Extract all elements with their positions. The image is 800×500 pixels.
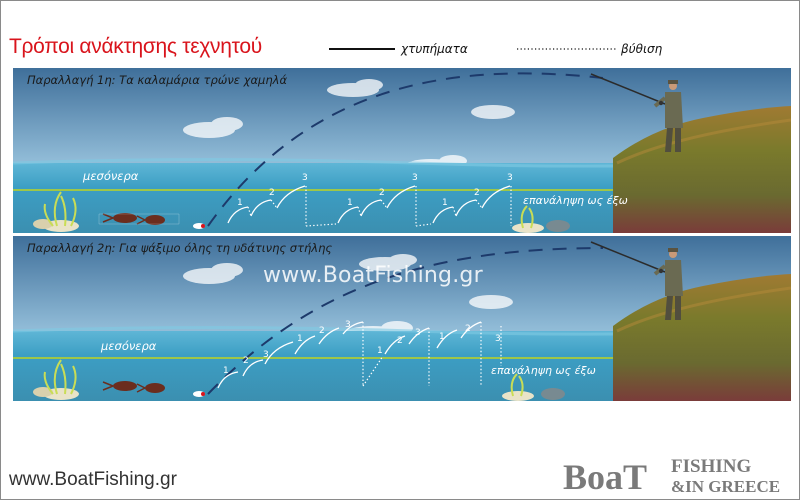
legend <box>329 48 617 50</box>
seabed-plants <box>33 359 565 401</box>
shore-hill <box>613 106 791 233</box>
sink-lines <box>247 186 512 227</box>
panel-1-jerk-7: 1 <box>442 198 448 208</box>
panel-1-jerk-3: 3 <box>302 173 308 183</box>
panel-2-jerk-1: 1 <box>223 366 229 376</box>
lure <box>193 223 205 229</box>
panel-2-jerk-11: 2 <box>465 324 471 334</box>
squid-group <box>98 213 180 225</box>
seabed-plants <box>33 191 570 233</box>
fisherman <box>590 73 683 152</box>
panel-2-midwater-label: μεσόνερα <box>101 339 157 353</box>
panel-2-jerk-7: 1 <box>377 346 383 356</box>
panel-2-jerk-8: 2 <box>397 336 403 346</box>
cast-trajectory <box>207 72 604 227</box>
watermark: www.BoatFishing.gr <box>263 263 483 288</box>
panel-1-jerk-9: 3 <box>507 173 513 183</box>
panel-2-jerk-5: 2 <box>319 326 325 336</box>
panel-2-repeat-label: επανάληψη ως έξω <box>491 364 596 377</box>
panel-1-jerk-5: 2 <box>379 188 385 198</box>
panel-2-jerk-9: 3 <box>415 328 421 338</box>
logo-word-left: BoaT <box>563 457 647 495</box>
panel-2-jerk-2: 2 <box>243 356 249 366</box>
panel-variation-2: Παραλλαγή 2η: Για ψάξιμο όλης τη υδάτινη… <box>13 236 791 401</box>
boatfishing-logo: BoaT FISHING &IN GREECE <box>563 456 780 495</box>
panel-1-jerk-8: 2 <box>474 188 480 198</box>
panel-1-jerk-1: 1 <box>237 198 243 208</box>
jerk-curves <box>217 321 482 389</box>
lure <box>193 391 205 397</box>
panel-variation-1: Παραλλαγή 1η: Τα καλαμάρια τρώνε χαμηλά … <box>13 68 791 233</box>
sink-lines <box>362 322 502 387</box>
panel-2-jerk-6: 3 <box>345 320 351 330</box>
panel-1-repeat-label: επανάληψη ως έξω <box>523 194 628 207</box>
panel-2-jerk-10: 1 <box>439 332 445 342</box>
panel-2-jerk-4: 1 <box>297 334 303 344</box>
page-title: Τρόποι ανάκτησης τεχνητού <box>9 35 262 58</box>
legend-jerks-label: χτυπήματα <box>401 42 468 56</box>
panel-1-midwater-label: μεσόνερα <box>83 169 139 183</box>
panel-2-caption: Παραλλαγή 2η: Για ψάξιμο όλης τη υδάτινη… <box>27 241 333 255</box>
squid-group <box>102 381 165 393</box>
panel-1-jerk-6: 3 <box>412 173 418 183</box>
jerk-curves <box>227 185 511 224</box>
shore-hill <box>613 274 791 401</box>
panel-2-jerk-3: 3 <box>263 350 269 360</box>
cast-trajectory <box>207 247 604 395</box>
logo-word-right-top: FISHING <box>671 456 751 477</box>
fisherman <box>590 241 683 320</box>
footer-url: www.BoatFishing.gr <box>9 469 177 490</box>
logo-word-right-bottom: &IN GREECE <box>671 477 780 495</box>
panel-1-jerk-2: 2 <box>269 188 275 198</box>
panel-1-jerk-4: 1 <box>347 198 353 208</box>
panel-1-caption: Παραλλαγή 1η: Τα καλαμάρια τρώνε χαμηλά <box>27 73 288 87</box>
legend-sinking-label: βύθιση <box>621 42 663 56</box>
panel-2-jerk-12: 3 <box>495 334 501 344</box>
